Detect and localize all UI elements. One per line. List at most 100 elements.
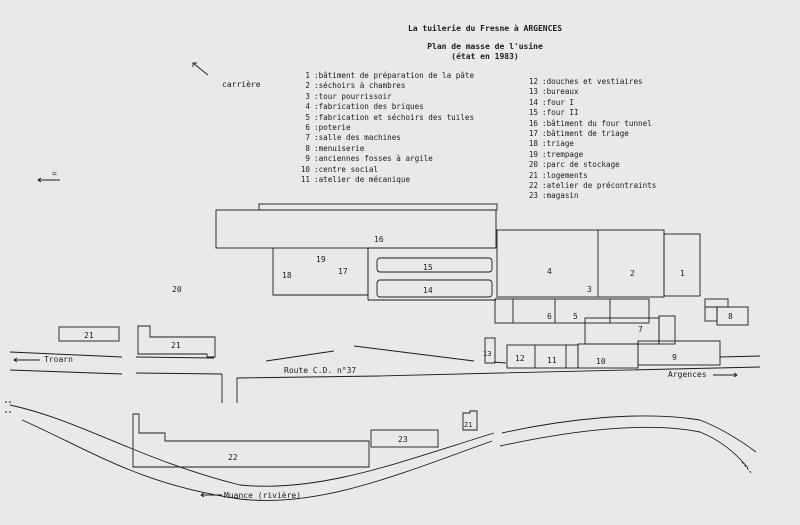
- legend-text: fabrication et séchoirs des tuiles: [318, 112, 475, 122]
- legend-item: 18: triage: [514, 139, 656, 149]
- number-1: 1: [680, 269, 685, 278]
- legend-number: 1: [305, 71, 310, 80]
- legend-text: parc de stockage: [546, 160, 620, 170]
- legend-item: 23: magasin: [514, 191, 656, 201]
- plan-date: (état en 1983): [451, 52, 519, 61]
- legend-number: 22: [528, 181, 538, 191]
- legend-text: bâtiment du four tunnel: [546, 118, 652, 128]
- legend-item: 2: séchoirs à chambres: [286, 81, 474, 91]
- legend-separator: :: [314, 164, 319, 174]
- number-16: 16: [374, 235, 384, 244]
- legend-separator: :: [314, 112, 319, 122]
- building-21a: [58, 326, 120, 342]
- legend-text: douches et vestiaires: [546, 77, 643, 86]
- legend-separator: :: [542, 170, 547, 180]
- number-3: 3: [587, 285, 592, 294]
- legend-text: fabrication des briques: [318, 102, 424, 112]
- building-21b: [137, 325, 216, 358]
- legend-number: 20: [528, 160, 538, 170]
- legend-text: four I: [546, 97, 575, 107]
- number-21a: 21: [84, 331, 94, 340]
- legend-separator: :: [314, 91, 319, 101]
- legend-item: 4: fabrication des briques: [286, 102, 474, 112]
- legend-item: 15: four II: [514, 108, 656, 118]
- legend-separator: :: [542, 118, 547, 128]
- troarn-label: Troarn: [44, 355, 73, 364]
- legend-number: 5: [305, 112, 310, 122]
- building-13: [484, 337, 496, 364]
- legend-text: four II: [546, 108, 579, 118]
- building-7: [584, 315, 676, 345]
- legend-item: 5: fabrication et séchoirs des tuiles: [286, 113, 474, 123]
- legend-item: 8: menuiserie: [286, 144, 474, 154]
- legend-separator: :: [542, 181, 547, 191]
- legend-number: 14: [528, 97, 538, 107]
- legend-separator: :: [542, 108, 547, 118]
- legend-item: 21: logements: [514, 171, 656, 181]
- legend-text: bâtiment de triage: [546, 129, 629, 139]
- number-13: 13: [483, 350, 491, 358]
- number-15: 15: [423, 263, 433, 272]
- river-muance: [5, 401, 757, 501]
- legend-separator: :: [542, 149, 547, 159]
- number-21b: 21: [171, 341, 181, 350]
- legend-text: bâtiment de préparation de la pâte: [318, 71, 475, 80]
- building-21c: [462, 410, 478, 431]
- legend-text: atelier de précontraints: [546, 181, 657, 191]
- legend-number: 21: [528, 170, 538, 180]
- legend-separator: :: [542, 139, 547, 149]
- legend-separator: :: [542, 77, 547, 86]
- number-12: 12: [515, 354, 525, 363]
- river-label: Muance (rivière): [224, 491, 302, 500]
- number-17: 17: [338, 267, 348, 276]
- legend-separator: :: [314, 81, 319, 91]
- building-23: [370, 429, 439, 448]
- number-8: 8: [728, 312, 733, 321]
- legend-number: 10: [300, 164, 310, 174]
- argences-label: Argences: [668, 370, 707, 379]
- legend-text: poterie: [318, 123, 351, 133]
- legend-item: 3: tour pourrissoir: [286, 92, 474, 102]
- legend-number: 11: [300, 175, 310, 185]
- legend-separator: :: [314, 154, 319, 164]
- building-4-3-2: [496, 229, 665, 298]
- river-arrow-icon: [200, 492, 222, 498]
- legend-text: logements: [546, 170, 588, 180]
- building-15: [376, 257, 493, 273]
- legend-item: 11: atelier de mécanique: [286, 175, 474, 185]
- legend-number: 9: [305, 154, 310, 164]
- troarn-arrow-icon: [13, 357, 40, 363]
- legend-item: 6: poterie: [286, 123, 474, 133]
- legend-separator: :: [542, 160, 547, 170]
- legend-separator: :: [542, 129, 547, 139]
- legend-separator: :: [314, 123, 319, 133]
- number-19: 19: [316, 255, 326, 264]
- legend-separator: :: [314, 175, 319, 185]
- number-22: 22: [228, 453, 238, 462]
- legend-number: 19: [528, 149, 538, 159]
- legend-text: triage: [546, 139, 575, 149]
- legend-number: 8: [305, 143, 310, 153]
- quarry-label: carrière: [222, 80, 261, 89]
- north-sign-label: =: [52, 169, 57, 178]
- legend-separator: :: [542, 97, 547, 107]
- number-10: 10: [596, 357, 606, 366]
- legend-separator: :: [314, 71, 319, 80]
- legend-text: centre social: [318, 164, 379, 174]
- number-14: 14: [423, 286, 433, 295]
- legend-number: 12: [528, 77, 538, 86]
- number-9: 9: [672, 353, 677, 362]
- legend-item: 17: bâtiment de triage: [514, 129, 656, 139]
- number-20: 20: [172, 285, 182, 294]
- legend-separator: :: [542, 191, 547, 201]
- legend-text: magasin: [546, 191, 579, 201]
- legend-separator: :: [314, 133, 319, 143]
- number-7: 7: [638, 325, 643, 334]
- legend-item: 10: centre social: [286, 165, 474, 175]
- legend-separator: :: [542, 87, 547, 97]
- west-arrow-icon: [37, 177, 60, 183]
- legend-text: séchoirs à chambres: [318, 81, 406, 91]
- legend-number: 6: [305, 123, 310, 133]
- legend-separator: :: [314, 143, 319, 153]
